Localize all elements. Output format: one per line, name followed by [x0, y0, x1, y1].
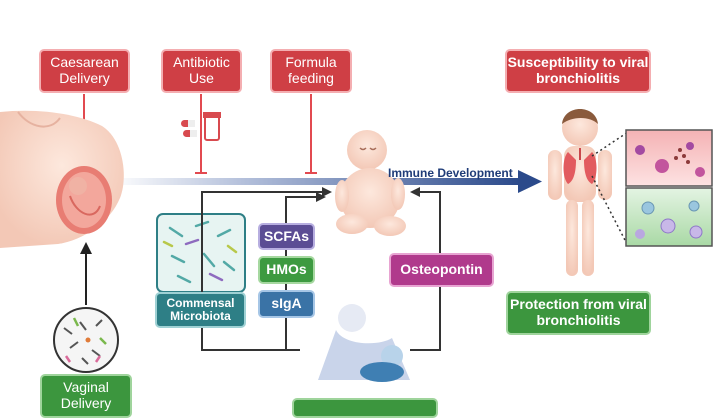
baby-icon: [335, 130, 406, 236]
breastfeeding-box: [292, 398, 438, 418]
caesarean-delivery-box: Caesarean Delivery: [39, 49, 130, 93]
hmos-box: HMOs: [258, 256, 315, 284]
formula-feeding-label: Formula feeding: [285, 54, 337, 86]
vaginal-delivery-label: Vaginal Delivery: [60, 379, 112, 411]
vaginal-microbiome-icon: [53, 307, 119, 373]
virus-cells-icon: [625, 129, 713, 247]
antibiotic-use-label: Antibiotic Use: [173, 54, 230, 86]
scfas-box: SCFAs: [258, 223, 315, 250]
protection-box: Protection from viral bronchiolitis: [506, 291, 651, 335]
siga-label: sIgA: [271, 295, 302, 312]
immune-arrow-head: [518, 170, 542, 193]
susceptibility-box: Susceptibility to viral bronchiolitis: [505, 49, 651, 93]
commensal-microbiota-label: Commensal Microbiota: [166, 295, 235, 323]
siga-box: sIgA: [258, 290, 315, 318]
protection-label: Protection from viral bronchiolitis: [510, 296, 647, 328]
pregnant-belly-icon: [0, 110, 124, 249]
osteopontin-box: Osteopontin: [389, 253, 494, 287]
zoom-lines: [591, 131, 629, 247]
pill-bottle-icon: [181, 112, 221, 141]
diagram-canvas: Caesarean Delivery Antibiotic Use Formul…: [0, 49, 713, 418]
hmos-label: HMOs: [266, 261, 307, 278]
vaginal-delivery-box: Vaginal Delivery: [40, 374, 132, 418]
commensal-microbiota-box: Commensal Microbiota: [155, 292, 246, 328]
susceptibility-label: Susceptibility to viral bronchiolitis: [507, 54, 649, 86]
osteopontin-label: Osteopontin: [400, 261, 483, 278]
immune-arrow-shaft: [110, 178, 520, 185]
breastfeeding-mother-icon: [318, 304, 410, 382]
immune-development-label: Immune Development: [388, 166, 513, 180]
feedback-arrowheads: [316, 187, 420, 202]
antibiotic-use-box: Antibiotic Use: [161, 49, 242, 93]
caesarean-delivery-label: Caesarean Delivery: [50, 54, 119, 86]
child-lungs-icon: [548, 109, 612, 276]
formula-feeding-box: Formula feeding: [270, 49, 352, 93]
scfas-label: SCFAs: [263, 227, 310, 244]
